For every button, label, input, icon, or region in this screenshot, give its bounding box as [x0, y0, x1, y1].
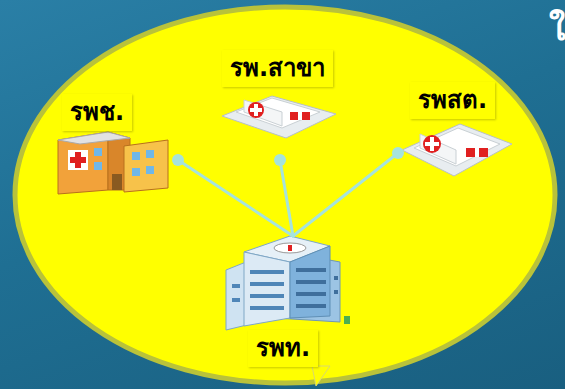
network-link: [178, 160, 293, 236]
link-end-dot: [172, 154, 184, 166]
link-end-dot: [392, 147, 404, 159]
general-hospital-icon: [226, 236, 350, 330]
health-center-icon: [402, 124, 512, 176]
network-link: [280, 160, 293, 236]
branch-hospital-icon: [222, 96, 336, 138]
hospital-label: รพ.สาขา: [222, 50, 333, 87]
hospital-node: รพท.: [218, 236, 360, 376]
link-end-dot: [274, 154, 286, 166]
hospital-node: รพช.: [52, 92, 178, 196]
cut-off-heading: ใ: [549, 8, 565, 48]
region-ellipse: [15, 7, 555, 383]
hospital-label: รพสต.: [410, 82, 495, 119]
hospital-node: รพสต.: [398, 80, 514, 184]
hospital-node: รพ.สาขา: [218, 48, 342, 160]
network-link: [293, 153, 398, 236]
community-hospital-icon: [58, 132, 168, 194]
callout-tail: [312, 366, 330, 386]
hospital-label: รพท.: [248, 330, 318, 367]
hospital-label: รพช.: [62, 94, 132, 131]
